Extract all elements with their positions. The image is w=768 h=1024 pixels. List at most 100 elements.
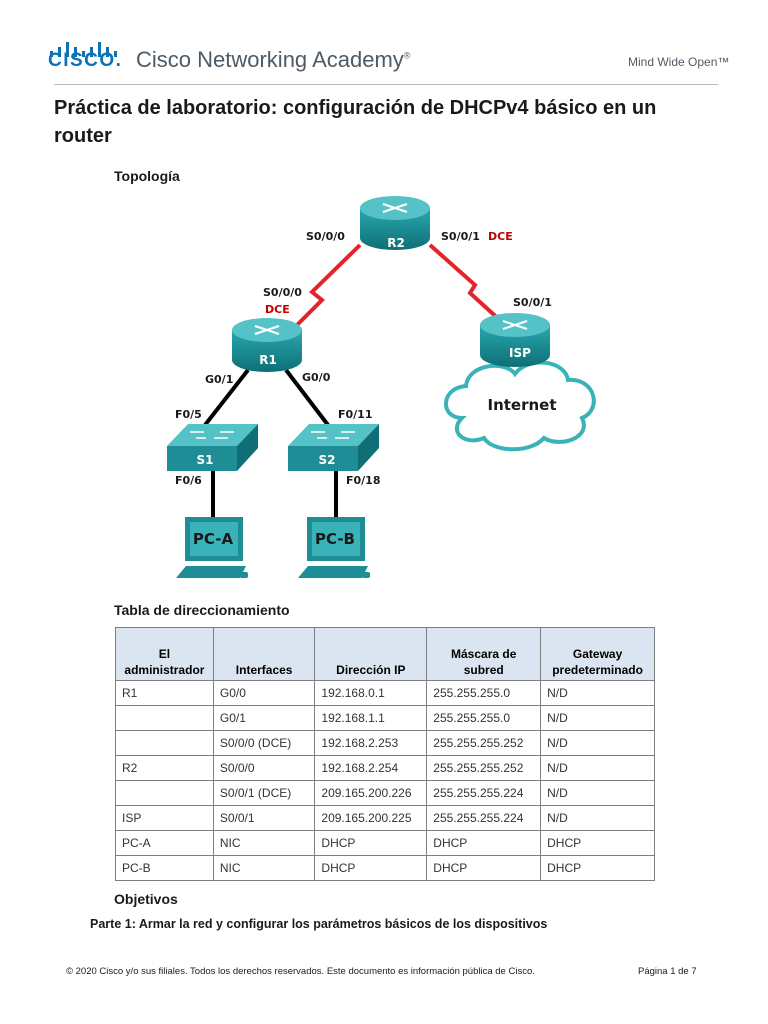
table-cell: 209.165.200.225 (314, 805, 428, 831)
table-row: PC-B NIC DHCP DHCP DHCP (115, 855, 655, 881)
pc-b-label: PC-B (315, 530, 355, 548)
table-cell: 255.255.255.0 (426, 705, 542, 731)
table-cell: N/D (540, 730, 655, 756)
port-r2-dce: DCE (488, 230, 513, 243)
r1-label: R1 (259, 353, 277, 367)
table-cell: DHCP (426, 855, 542, 881)
table-cell: PC-A (115, 830, 214, 856)
pc-a-label: PC-A (193, 530, 234, 548)
copyright-footer: © 2020 Cisco y/o sus filiales. Todos los… (66, 966, 535, 977)
table-cell: 192.168.2.254 (314, 755, 428, 781)
table-cell (115, 780, 214, 806)
addressing-table: El administrador Interfaces Dirección IP… (115, 627, 655, 881)
isp-label: ISP (509, 346, 531, 360)
router-isp-icon: ISP (480, 313, 550, 367)
table-cell: N/D (540, 780, 655, 806)
table-cell: 255.255.255.252 (426, 730, 542, 756)
table-cell: N/D (540, 680, 655, 706)
header-divider (54, 84, 718, 85)
table-cell: 255.255.255.224 (426, 780, 542, 806)
ethernet-link-r1-s1 (203, 368, 250, 427)
port-r1-g01: G0/1 (205, 373, 233, 386)
objective-part1: Parte 1: Armar la red y configurar los p… (90, 917, 548, 931)
table-cell (115, 730, 214, 756)
table-row: S0/0/0 (DCE) 192.168.2.253 255.255.255.2… (115, 730, 655, 756)
table-row: G0/1 192.168.1.1 255.255.255.0 N/D (115, 705, 655, 731)
table-header-row: El administrador Interfaces Dirección IP… (115, 627, 655, 681)
table-cell: DHCP (314, 855, 428, 881)
table-cell: S0/0/0 (212, 755, 316, 781)
port-s2-f018: F0/18 (346, 474, 381, 487)
table-row: S0/0/1 (DCE) 209.165.200.226 255.255.255… (115, 780, 655, 806)
document-title: Práctica de laboratorio: configuración d… (54, 97, 657, 147)
table-cell: 255.255.255.252 (426, 755, 542, 781)
serial-link-r2-isp (428, 243, 505, 325)
port-s2-f011: F0/11 (338, 408, 373, 421)
table-cell: DHCP (540, 855, 655, 881)
col-header: Gateway predeterminado (540, 627, 655, 681)
table-cell: G0/0 (212, 680, 316, 706)
table-cell: N/D (540, 755, 655, 781)
academy-title: Cisco Networking Academy® (136, 47, 411, 72)
port-s1-f05: F0/5 (175, 408, 202, 421)
table-row: ISP S0/0/1 209.165.200.225 255.255.255.2… (115, 805, 655, 831)
topology-diagram: Internet R2 R1 ISP S1 S2 (167, 196, 596, 578)
internet-cloud-icon: Internet (444, 360, 596, 452)
port-r1-s000: S0/0/0 (263, 286, 302, 299)
col-header: Interfaces (212, 627, 316, 681)
table-cell: G0/1 (212, 705, 316, 731)
table-cell: DHCP (540, 830, 655, 856)
table-cell: 192.168.1.1 (314, 705, 428, 731)
table-cell: N/D (540, 705, 655, 731)
page-number: Página 1 de 7 (638, 966, 697, 977)
port-s1-f06: F0/6 (175, 474, 202, 487)
cisco-bridge-logo-icon (50, 42, 117, 57)
ethernet-link-r1-s2 (284, 368, 330, 427)
s2-label: S2 (319, 453, 336, 467)
table-cell: 255.255.255.224 (426, 805, 542, 831)
table-cell: NIC (212, 830, 316, 856)
port-r1-g00: G0/0 (302, 371, 331, 384)
table-cell: S0/0/1 (DCE) (212, 780, 316, 806)
tagline: Mind Wide Open™ (628, 55, 730, 69)
switch-s1-icon: S1 (167, 424, 258, 471)
col-header: El administrador (115, 627, 214, 681)
objectives-heading: Objetivos (114, 891, 178, 907)
table-cell: DHCP (314, 830, 428, 856)
table-cell: N/D (540, 805, 655, 831)
table-cell: NIC (212, 855, 316, 881)
col-header: Dirección IP (314, 627, 428, 681)
table-cell: 255.255.255.0 (426, 680, 542, 706)
col-header: Máscara de subred (426, 627, 542, 681)
table-cell: DHCP (426, 830, 542, 856)
router-r2-icon: R2 (360, 196, 430, 250)
switch-s2-icon: S2 (288, 424, 379, 471)
table-cell: ISP (115, 805, 214, 831)
internet-label: Internet (487, 396, 556, 414)
pc-a-icon: PC-A (176, 517, 248, 578)
table-row: R2 S0/0/0 192.168.2.254 255.255.255.252 … (115, 755, 655, 781)
topology-heading: Topología (114, 168, 180, 184)
table-cell: 192.168.2.253 (314, 730, 428, 756)
r2-label: R2 (387, 236, 405, 250)
table-cell: 192.168.0.1 (314, 680, 428, 706)
port-r1-dce: DCE (265, 303, 290, 316)
router-r1-icon: R1 (232, 318, 302, 372)
addressing-heading: Tabla de direccionamiento (114, 602, 290, 618)
table-cell: 209.165.200.226 (314, 780, 428, 806)
table-cell (115, 705, 214, 731)
table-cell: R2 (115, 755, 214, 781)
table-cell: PC-B (115, 855, 214, 881)
port-r2-s000: S0/0/0 (306, 230, 345, 243)
pc-b-icon: PC-B (298, 517, 370, 578)
table-cell: R1 (115, 680, 214, 706)
s1-label: S1 (197, 453, 214, 467)
port-r2-s001: S0/0/1 (441, 230, 480, 243)
table-cell: S0/0/0 (DCE) (212, 730, 316, 756)
table-row: PC-A NIC DHCP DHCP DHCP (115, 830, 655, 856)
port-isp-s001: S0/0/1 (513, 296, 552, 309)
cisco-logo-text: CISCO. (48, 50, 123, 71)
table-row: R1 G0/0 192.168.0.1 255.255.255.0 N/D (115, 680, 655, 706)
serial-link-r1-r2 (288, 243, 362, 334)
table-cell: S0/0/1 (212, 805, 316, 831)
